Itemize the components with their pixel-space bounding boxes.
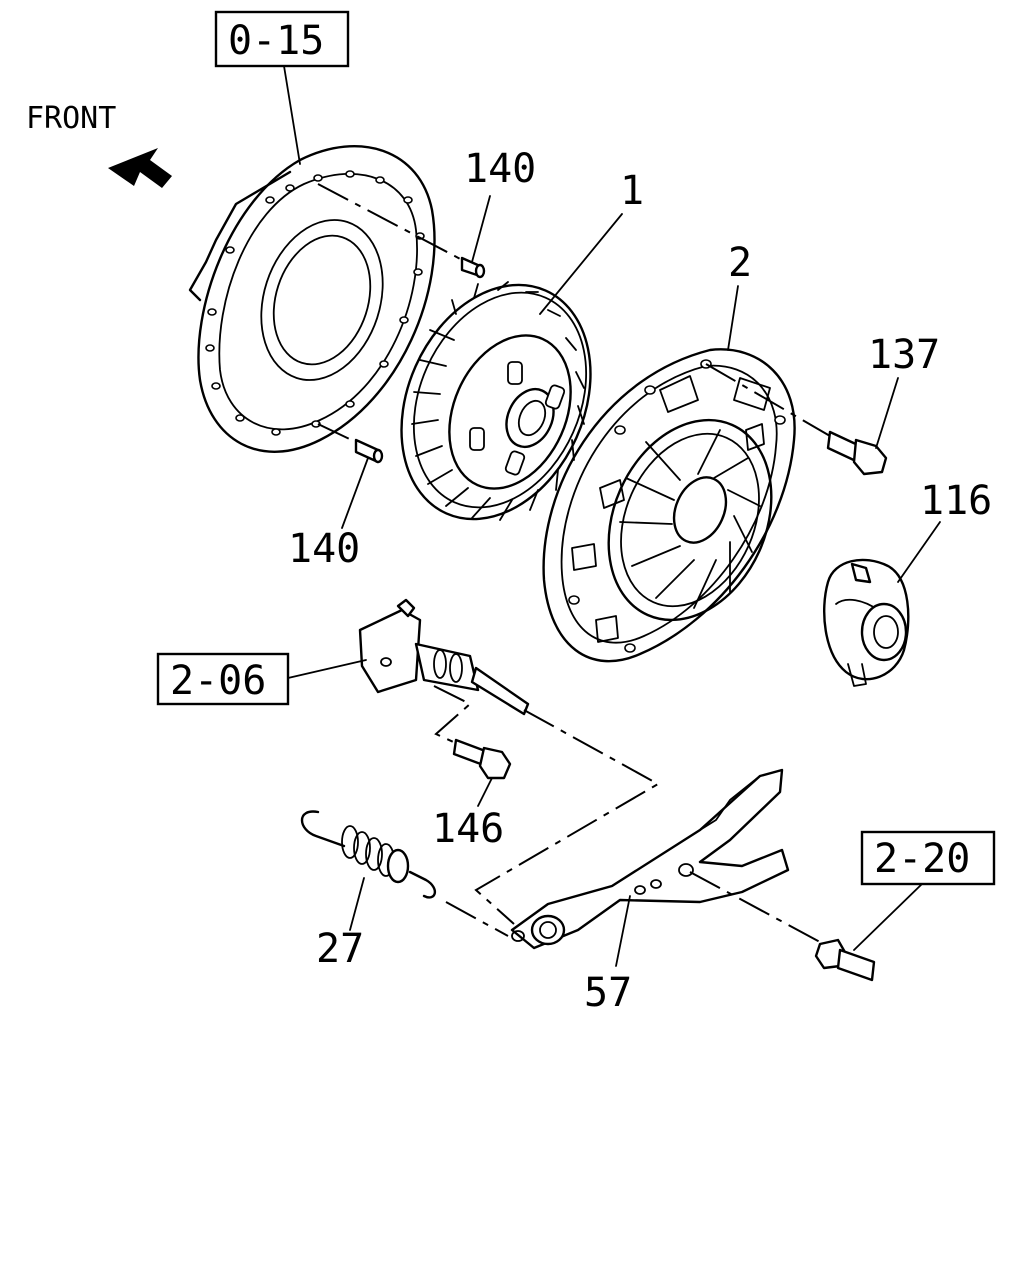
pivot-axis [689,871,821,943]
leader-1 [539,213,623,315]
callout-label-2-20: 2-20 [874,836,970,882]
return-spring [300,810,436,899]
callout-label-0-15: 0-15 [228,18,324,64]
callout-label-2-06: 2-06 [170,658,266,704]
callout-label-140-lower: 140 [288,526,360,572]
dowel-axis-upper [317,183,467,263]
leader-116 [897,521,941,583]
fork-pivot-bolt [814,938,876,982]
leader-2-20 [853,881,925,951]
leader-2 [727,285,739,351]
leader-140-lower [341,457,369,529]
callout-label-140-upper: 140 [464,146,536,192]
dowel-pin-upper [460,256,486,279]
callout-box-2-20: 2-20 [860,830,996,886]
front-label: FRONT [26,101,116,136]
bolt-137-axis [705,363,831,437]
release-bearing [823,558,910,687]
pressure-plate [542,348,796,663]
leader-27 [349,877,365,931]
clutch-disc [400,281,592,521]
dowel-axis-lower [317,423,361,445]
callout-label-137: 137 [868,332,940,378]
release-fork [510,768,790,950]
flywheel [188,145,436,453]
callout-label-116: 116 [920,478,992,524]
leader-146 [477,777,493,807]
callout-box-2-06: 2-06 [156,652,290,706]
leader-140-upper [471,195,491,263]
callout-label-1: 1 [620,168,644,214]
callout-label-2: 2 [728,240,752,286]
front-arrow-icon [108,148,172,188]
leader-2-06 [287,659,367,679]
leader-57 [615,895,631,967]
bolt-146-axis [433,685,472,747]
slave-cylinder [358,598,530,716]
bolt-137 [826,430,888,476]
leader-137 [875,377,899,449]
bolt-146 [452,738,512,780]
callout-label-146: 146 [432,806,504,852]
pushrod-axis [474,709,661,925]
callout-label-27: 27 [316,926,364,972]
leader-0-15 [283,65,301,165]
callout-label-57: 57 [584,970,632,1016]
dowel-pin-lower [354,438,384,464]
spring-axis [445,901,509,937]
callout-box-0-15: 0-15 [214,10,350,68]
